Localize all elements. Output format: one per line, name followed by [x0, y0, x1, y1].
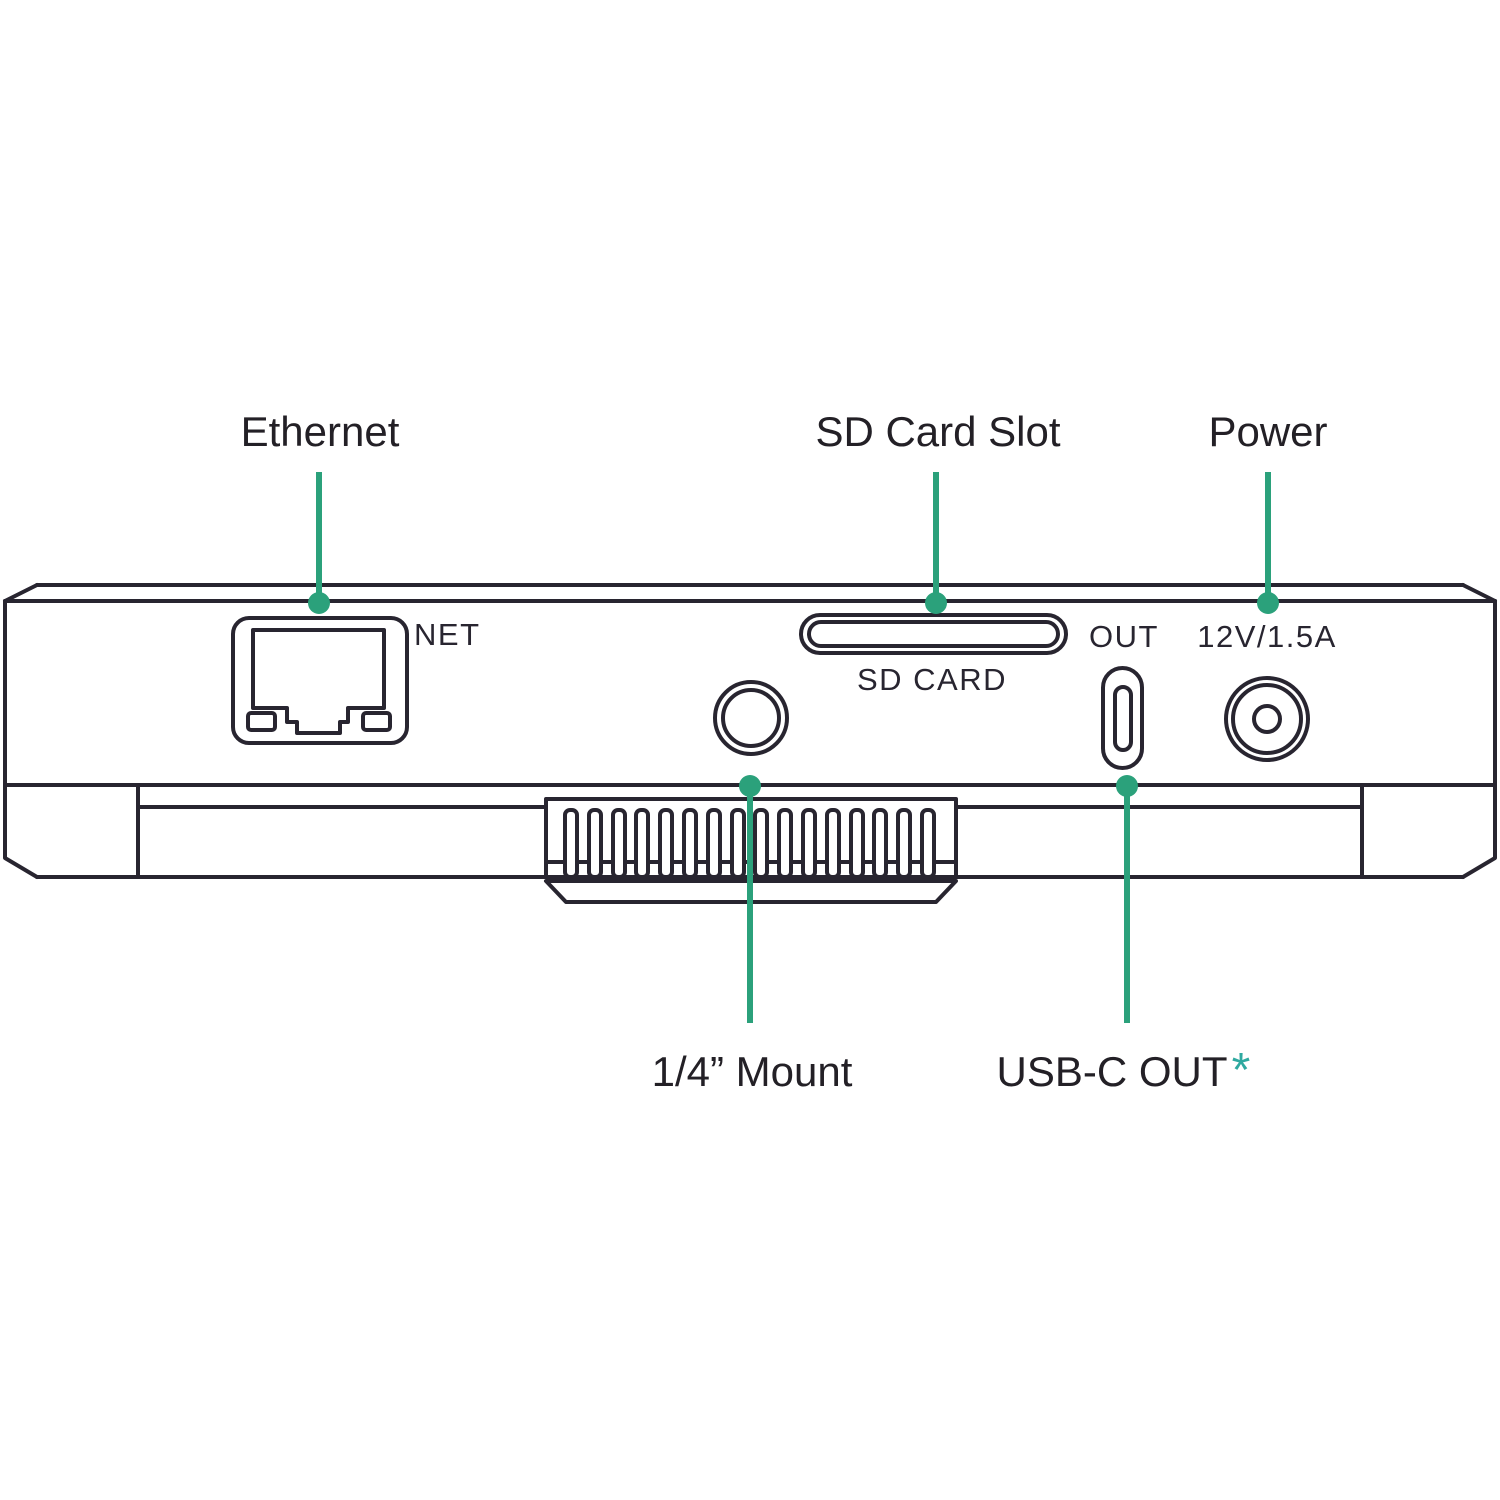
usb-c-port	[1101, 666, 1144, 770]
quarter-inch-mount	[713, 680, 789, 756]
ethernet-port-label: NET	[414, 617, 481, 652]
sd-card-slot-title: SD Card Slot	[815, 408, 1060, 455]
ethernet-title: Ethernet	[241, 408, 400, 455]
power-title: Power	[1208, 408, 1327, 455]
top-left-chamfer	[3, 583, 39, 603]
usb-c-port-label: OUT	[1089, 619, 1159, 654]
mount-callout-dot	[739, 775, 761, 797]
right-edge	[1461, 599, 1497, 879]
ethernet-port-housing	[231, 616, 409, 745]
power-jack-label: 12V/1.5A	[1197, 619, 1337, 654]
top-right-chamfer	[1461, 583, 1497, 603]
quarter-inch-mount-title: 1/4” Mount	[652, 1048, 853, 1095]
ethernet-callout-dot	[308, 592, 330, 614]
usb-c-out-title: USB-C OUT	[997, 1048, 1228, 1095]
power-jack-outer-ring	[1224, 676, 1310, 762]
sd-callout-dot	[925, 592, 947, 614]
callout-usb-c-out	[1116, 775, 1138, 1023]
power-jack-mid-ring	[1231, 683, 1303, 755]
heatsink-fins	[563, 808, 936, 879]
usb-c-outer	[1101, 666, 1144, 770]
usb-c-footnote-asterisk: *	[1232, 1044, 1251, 1097]
callout-quarter-inch-mount	[739, 775, 761, 1023]
sd-card-slot-label: SD CARD	[857, 662, 1007, 697]
mount-inner-circle	[721, 688, 781, 748]
usb-c-callout-dot	[1116, 775, 1138, 797]
callout-ethernet	[308, 472, 330, 614]
power-jack	[1224, 676, 1310, 762]
power-jack-pin-hole	[1252, 704, 1282, 734]
ethernet-jack-opening	[251, 628, 386, 735]
power-callout-dot	[1257, 592, 1279, 614]
mount-outer-circle	[713, 680, 789, 756]
ethernet-led-left	[246, 711, 277, 732]
sd-slot-inner	[807, 620, 1060, 648]
ethernet-led-right	[361, 711, 392, 732]
callout-power	[1257, 472, 1279, 614]
callout-sd-card-slot	[925, 472, 947, 614]
sd-slot-outer	[799, 613, 1068, 655]
left-edge	[3, 599, 39, 879]
usb-c-inner	[1113, 685, 1133, 752]
ethernet-port	[231, 616, 409, 745]
sd-card-slot	[799, 613, 1068, 655]
